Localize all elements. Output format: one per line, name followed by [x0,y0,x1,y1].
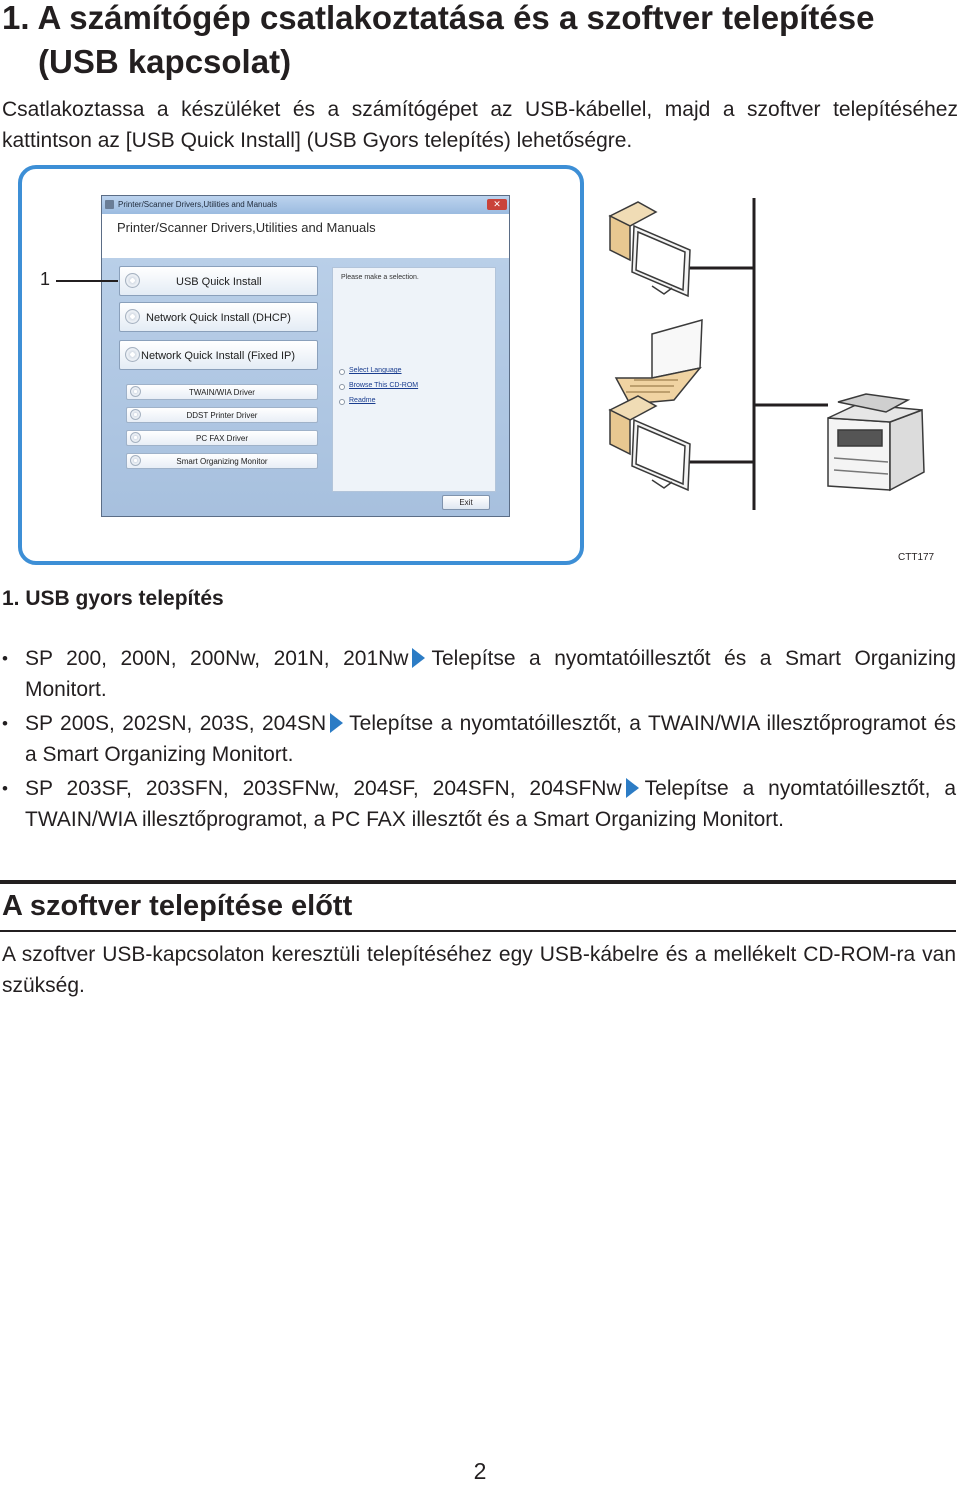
model-list: SP 200, 200N, 200Nw, 201N, 201Nw [25,647,409,670]
window-titlebar: Printer/Scanner Drivers,Utilities and Ma… [102,196,509,214]
section-title: A szoftver telepítése előtt [2,890,353,922]
page-heading-line1: 1. A számítógép csatlakoztatása és a szo… [2,0,875,36]
radio-icon [339,399,345,405]
figure-code: CTT177 [898,552,935,563]
close-icon[interactable]: ✕ [487,199,507,210]
page-heading: 1. A számítógép csatlakoztatása és a szo… [2,0,874,84]
cd-icon [130,386,141,397]
exit-button[interactable]: Exit [442,495,490,510]
smart-organizing-label: Smart Organizing Monitor [176,457,268,466]
page-heading-line2: (USB kapcsolat) [38,43,292,80]
pc-fax-label: PC FAX Driver [195,434,248,443]
model-list: SP 200S, 202SN, 203S, 204SN [25,712,327,735]
ddst-printer-driver-button[interactable]: DDST Printer Driver [126,407,318,423]
figure-caption: 1. USB gyors telepítés [2,587,224,610]
connection-illustration [608,198,925,510]
network-quick-install-dhcp-button[interactable]: Network Quick Install (DHCP) [119,302,318,332]
cd-icon [125,309,140,324]
radio-icon [339,384,345,390]
printer-icon [827,393,925,492]
readme-link[interactable]: Readme [349,397,376,404]
list-item: SP 203SF, 203SFN, 203SFNw, 204SF, 204SFN… [0,773,956,835]
cd-icon [130,432,141,443]
arrow-right-icon [330,713,344,733]
window-title: Printer/Scanner Drivers,Utilities and Ma… [118,200,278,209]
model-bullet-list: SP 200, 200N, 200Nw, 201N, 201NwTelepíts… [0,643,956,838]
arrow-right-icon [412,648,426,668]
section-text: A szoftver USB-kapcsolaton keresztüli te… [2,943,956,997]
section-divider-top [0,880,956,884]
page-number: 2 [473,1458,487,1484]
cd-icon [125,347,140,362]
arrow-right-icon [625,778,639,798]
twain-wia-label: TWAIN/WIA Driver [189,388,255,397]
select-language-link[interactable]: Select Language [349,367,402,374]
installer-window: Printer/Scanner Drivers,Utilities and Ma… [101,195,510,517]
usb-quick-install-label: USB Quick Install [176,276,262,288]
callout-number: 1 [40,269,51,289]
twain-wia-driver-button[interactable]: TWAIN/WIA Driver [126,384,318,400]
radio-icon [339,369,345,375]
cd-icon [130,455,141,466]
list-item: SP 200, 200N, 200Nw, 201N, 201NwTelepíts… [0,643,956,705]
cd-icon [130,409,141,420]
callout-line [56,280,118,282]
window-header-title: Printer/Scanner Drivers,Utilities and Ma… [102,214,509,258]
app-icon [105,200,114,209]
info-text: Please make a selection. [341,274,419,281]
computer-icon [608,395,691,492]
usb-quick-install-button[interactable]: USB Quick Install [119,266,318,296]
instruction-text: Telepítse a nyomtatóillesztőt és a Smart… [25,647,957,701]
cd-icon [125,273,140,288]
browse-cd-rom-link[interactable]: Browse This CD-ROM [349,382,419,389]
network-dhcp-label: Network Quick Install (DHCP) [146,312,291,324]
laptop-icon [614,318,703,405]
intro-paragraph: Csatlakoztassa a készüléket és a számító… [2,98,958,152]
info-panel: Please make a selection. Select Language… [332,267,496,492]
network-fixed-ip-label: Network Quick Install (Fixed IP) [141,350,296,362]
pc-fax-driver-button[interactable]: PC FAX Driver [126,430,318,446]
smart-organizing-monitor-button[interactable]: Smart Organizing Monitor [126,453,318,469]
network-quick-install-fixed-ip-button[interactable]: Network Quick Install (Fixed IP) [119,340,318,370]
section-divider-bottom [0,930,956,932]
model-list: SP 203SF, 203SFN, 203SFNw, 204SF, 204SFN… [25,777,622,800]
computer-icon [608,201,691,298]
ddst-label: DDST Printer Driver [186,411,258,420]
instruction-text: Telepítse a nyomtatóillesztőt, a TWAIN/W… [25,712,957,766]
instruction-text: Telepítse a nyomtatóillesztőt, a TWAIN/W… [25,777,956,831]
